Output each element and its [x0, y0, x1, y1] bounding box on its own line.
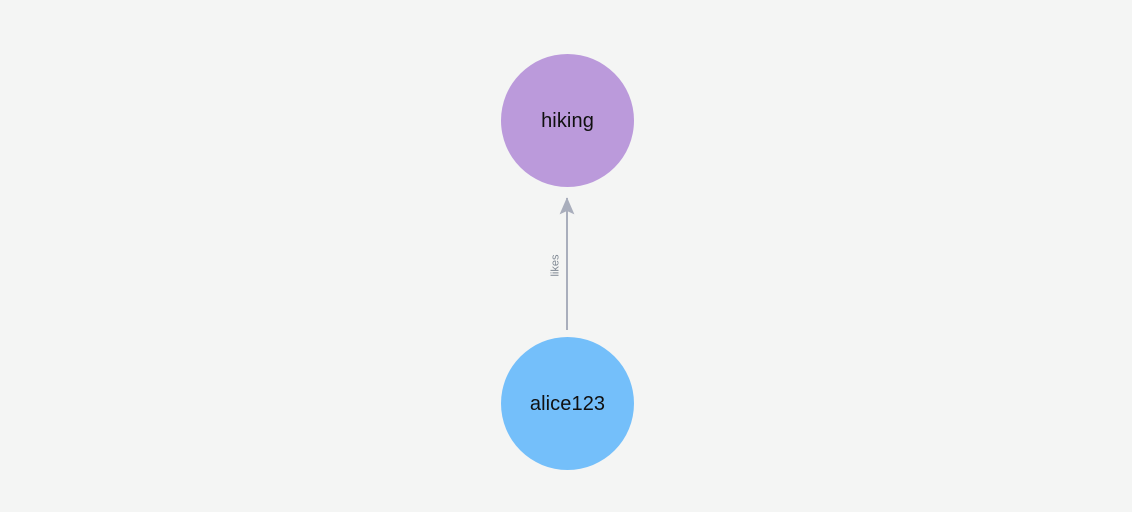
node-label-hiking: hiking: [541, 109, 594, 132]
edge-label-likes: likes: [549, 254, 562, 277]
node-label-alice123: alice123: [529, 392, 606, 415]
graph-node-hiking[interactable]: hiking: [501, 54, 634, 187]
graph-node-alice123[interactable]: alice123: [501, 337, 634, 470]
